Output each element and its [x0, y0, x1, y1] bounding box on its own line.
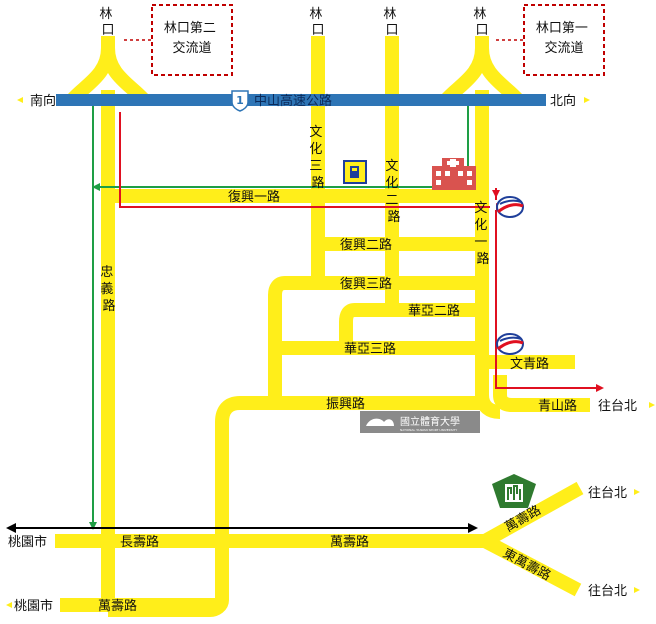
label-fuxing2: 復興二路 [340, 237, 392, 253]
road-zhenxing [108, 396, 482, 617]
label-wenqing: 文青路 [510, 356, 549, 372]
label-zhongyi: 忠 義 路 [100, 265, 117, 314]
label-wenhua2-c1: 文 [385, 159, 398, 174]
road-wenhua1 [475, 90, 501, 419]
road-fuxing3 [268, 276, 482, 398]
label-taoyuan-2: 桃園市 [14, 598, 53, 614]
label-fuxing1: 復興一路 [228, 189, 280, 205]
south-direction-icon [17, 97, 23, 103]
interchange-2-box [151, 4, 233, 76]
label-wenhua3-c2: 化 [309, 142, 322, 157]
label-wenhua1-c3: 一 [474, 235, 487, 250]
label-wanshou-2: 萬壽路 [98, 598, 137, 614]
road-wanshou-se [481, 534, 582, 597]
label-changshou: 長壽路 [120, 534, 159, 550]
highway-shield-icon: 1 [231, 90, 249, 112]
label-interchange-2: 林口第二 交流道 [164, 21, 220, 56]
to-taipei-direction-icon-3 [634, 587, 640, 593]
red-arrow-right-taipei [596, 384, 604, 392]
label-linkou-1: 林 口 [99, 7, 116, 38]
label-linkou-3-char1: 林 [383, 7, 396, 22]
hospital-icon [432, 158, 476, 190]
label-to-taipei-2: 往台北 [588, 486, 627, 501]
label-wenhua2-c4: 路 [387, 209, 400, 225]
green-arrow-left [92, 183, 100, 191]
to-taipei-direction-icon-1 [649, 402, 655, 408]
label-linkou-4-char2: 口 [475, 23, 488, 38]
label-huaya3: 華亞三路 [344, 341, 396, 357]
label-zhongyi-c3: 路 [102, 298, 115, 314]
label-wenhua1: 文 化 一 路 [474, 201, 491, 267]
label-linkou-4: 林 口 [473, 7, 490, 38]
label-linkou-1-char2: 口 [101, 23, 114, 38]
to-taipei-direction-icon-2 [634, 489, 640, 495]
label-wenhua1-c4: 路 [476, 251, 489, 267]
highway-bar [56, 94, 546, 106]
label-zhongyi-c1: 忠 [100, 265, 113, 280]
label-fuxing3: 復興三路 [340, 276, 392, 292]
taoyuan-direction-icon [6, 602, 12, 608]
label-wenhua3: 文 化 三 路 [309, 125, 326, 191]
label-linkou-3: 林 口 [383, 7, 400, 38]
label-taoyuan-1: 桃園市 [8, 534, 47, 550]
landmark-icon [492, 474, 536, 508]
label-to-taipei-3: 往台北 [588, 584, 627, 599]
red-arrow-down [492, 190, 500, 198]
road-huaya2 [339, 303, 482, 350]
university-logo-icon: 國立體育大學 NATIONAL TAIWAN SPORT UNIVERSITY [360, 411, 480, 433]
label-wenhua3-c1: 文 [309, 125, 322, 140]
north-direction-icon [584, 97, 590, 103]
black-arrow-right-head [468, 523, 478, 533]
road-wanshou-ne [481, 481, 584, 548]
label-linkou-2: 林 口 [309, 7, 326, 38]
label-huaya2: 華亞二路 [408, 303, 460, 319]
road-network [55, 36, 590, 617]
label-zhongyi-c2: 義 [100, 281, 113, 297]
label-interchange-1-line1: 林口第一 [536, 21, 588, 36]
black-arrow-left-head [6, 523, 16, 533]
road-qingshan [493, 375, 590, 412]
label-linkou-2-char2: 口 [311, 23, 324, 38]
highway-number: 1 [236, 94, 244, 107]
label-wenhua3-c4: 路 [311, 175, 324, 191]
label-south: 南向 [30, 93, 56, 109]
metro-icon [496, 196, 524, 218]
label-linkou-2-char1: 林 [309, 7, 322, 22]
label-wenhua2-c3: 二 [385, 193, 398, 208]
label-wenhua1-c2: 化 [474, 218, 487, 233]
label-to-taipei-1: 往台北 [598, 399, 637, 414]
interchange-1-box [523, 4, 605, 76]
green-arrow-down [89, 522, 97, 530]
label-east-wanshou: 東萬壽路 [500, 545, 553, 584]
university-name: 國立體育大學 [400, 415, 460, 428]
label-highway: 中山高速公路 [254, 93, 332, 109]
label-interchange-2-line2: 交流道 [172, 40, 211, 56]
label-wenhua1-c1: 文 [474, 201, 487, 216]
metro-icon [496, 333, 524, 355]
label-wenhua3-c3: 三 [309, 159, 322, 174]
label-north: 北向 [550, 93, 576, 109]
gas-station-icon [343, 160, 367, 184]
university-name-en: NATIONAL TAIWAN SPORT UNIVERSITY [400, 428, 457, 432]
label-wenhua2-c2: 化 [385, 176, 398, 191]
label-qingshan: 青山路 [538, 398, 577, 414]
label-wenhua2: 文 化 二 路 [385, 159, 402, 225]
label-linkou-4-char1: 林 [473, 7, 486, 22]
label-linkou-3-char2: 口 [385, 23, 398, 38]
label-linkou-1-char1: 林 [99, 7, 112, 22]
label-interchange-1-line2: 交流道 [544, 40, 583, 56]
label-interchange-2-line1: 林口第二 [164, 21, 216, 36]
label-interchange-1: 林口第一 交流道 [536, 21, 592, 56]
label-wanshou-1: 萬壽路 [330, 534, 369, 550]
label-zhenxing: 振興路 [326, 396, 365, 412]
